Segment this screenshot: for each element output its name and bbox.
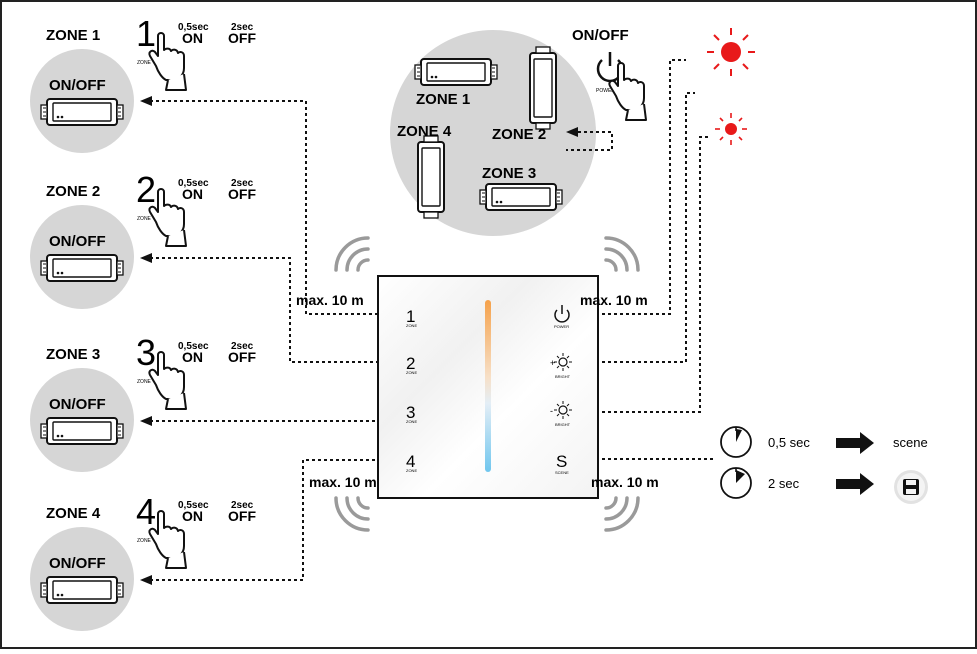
range-label-top-left: max. 10 m xyxy=(296,292,364,308)
scene-symbol: S xyxy=(556,452,567,471)
panel-brightness-down-button[interactable]: - BRIGHT xyxy=(550,401,572,427)
press-long-action: OFF xyxy=(228,30,256,46)
power-caption: POWER xyxy=(596,88,615,94)
zone-circle-label: ON/OFF xyxy=(49,555,106,572)
press-short-duration: 0,5sec xyxy=(178,178,209,189)
zone-number: 3 xyxy=(136,332,156,373)
panel-zone-caption: ZONE xyxy=(406,323,417,328)
zone-number: 4 xyxy=(136,491,156,532)
press-long-action: OFF xyxy=(228,349,256,365)
save-disk-icon xyxy=(894,470,928,504)
controller-zone-3-icon xyxy=(479,183,563,211)
arrow-right-icon xyxy=(836,432,874,454)
zone-number-caption: ZONE xyxy=(137,538,152,544)
press-long-duration: 2sec xyxy=(231,500,254,511)
connection-lines xyxy=(150,59,715,581)
range-label-top-right: max. 10 m xyxy=(580,292,648,308)
controller-zone-2-icon xyxy=(529,46,557,130)
range-label-bottom-left: max. 10 m xyxy=(309,474,377,490)
scene-long-time: 2 sec xyxy=(768,476,800,491)
overview-zone-1-label: ZONE 1 xyxy=(416,91,470,108)
overview-zone-2-label: ZONE 2 xyxy=(492,126,546,143)
arrowheads xyxy=(140,96,578,585)
wireless-signal-icons xyxy=(334,236,640,532)
panel-power-caption: POWER xyxy=(554,324,569,329)
panel-power-button[interactable]: POWER xyxy=(554,305,570,329)
controller-icon xyxy=(40,576,124,604)
panel-zone-caption: ZONE xyxy=(406,419,417,424)
minus-sign: - xyxy=(550,406,553,416)
zone-number-caption: ZONE xyxy=(137,379,152,385)
controller-icon xyxy=(40,254,124,282)
press-long-action: OFF xyxy=(228,508,256,524)
press-short-duration: 0,5sec xyxy=(178,22,209,33)
scene-short-result: scene xyxy=(893,435,928,450)
zone-title: ZONE 4 xyxy=(46,505,101,522)
press-short-action: ON xyxy=(182,349,203,365)
scene-short-time: 0,5 sec xyxy=(768,435,810,450)
hand-press-power-icon xyxy=(608,62,647,121)
panel-zone-number: 4 xyxy=(406,452,415,471)
zone-number: 1 xyxy=(136,13,156,54)
indicator-light-small-icon xyxy=(715,113,747,145)
plus-sign: + xyxy=(550,358,555,368)
panel-scene-caption: SCENE xyxy=(555,470,569,475)
press-long-duration: 2sec xyxy=(231,22,254,33)
controller-zone-1-icon xyxy=(414,58,498,86)
panel-zone-caption: ZONE xyxy=(406,468,417,473)
press-short-action: ON xyxy=(182,30,203,46)
press-short-duration: 0,5sec xyxy=(178,341,209,352)
zone-number-caption: ZONE xyxy=(137,216,152,222)
panel-scene-button[interactable]: S SCENE xyxy=(555,452,569,475)
zone-title: ZONE 2 xyxy=(46,183,100,200)
color-temperature-slider[interactable] xyxy=(485,300,491,472)
zone-circle-label: ON/OFF xyxy=(49,233,106,250)
panel-zone-caption: ZONE xyxy=(406,370,417,375)
panel-bright-down-caption: BRIGHT xyxy=(555,422,571,427)
zone-circle-label: ON/OFF xyxy=(49,77,106,94)
controller-icon xyxy=(40,417,124,445)
zone-title: ZONE 3 xyxy=(46,346,100,363)
power-label: ON/OFF xyxy=(572,27,629,44)
zone-circle-label: ON/OFF xyxy=(49,396,106,413)
stopwatch-long-icon xyxy=(720,467,752,499)
panel-zone-number: 1 xyxy=(406,307,415,326)
zone-number: 2 xyxy=(136,169,156,210)
panel-zone-number: 3 xyxy=(406,403,415,422)
zone-number-caption: ZONE xyxy=(137,60,152,66)
stopwatch-short-icon xyxy=(720,426,752,458)
press-long-duration: 2sec xyxy=(231,178,254,189)
panel-brightness-up-button[interactable]: + BRIGHT xyxy=(550,353,572,379)
press-long-action: OFF xyxy=(228,186,256,202)
indicator-light-large-icon xyxy=(707,28,755,76)
controller-zone-4-icon xyxy=(417,135,445,219)
zone-title: ZONE 1 xyxy=(46,27,100,44)
panel-zone-number: 2 xyxy=(406,354,415,373)
panel-bright-up-caption: BRIGHT xyxy=(555,374,571,379)
overview-zone-3-label: ZONE 3 xyxy=(482,165,536,182)
press-short-duration: 0,5sec xyxy=(178,500,209,511)
arrow-right-icon xyxy=(836,473,874,495)
press-short-action: ON xyxy=(182,508,203,524)
controller-icon xyxy=(40,98,124,126)
press-short-action: ON xyxy=(182,186,203,202)
press-long-duration: 2sec xyxy=(231,341,254,352)
range-label-bottom-right: max. 10 m xyxy=(591,474,659,490)
overview-zone-4-label: ZONE 4 xyxy=(397,123,452,140)
